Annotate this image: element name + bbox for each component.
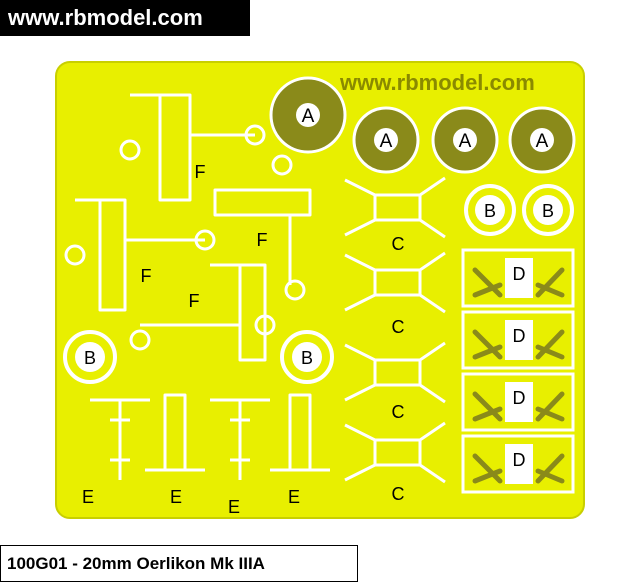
part-b-ring — [522, 184, 574, 236]
part-a-center — [296, 103, 320, 127]
part-b-ring — [280, 330, 334, 384]
site-url-banner: www.rbmodel.com — [0, 0, 250, 36]
part-e-group — [90, 393, 330, 480]
part-b-ring — [63, 330, 117, 384]
part-c-label: C — [392, 234, 405, 254]
part-b-label: B — [84, 348, 96, 368]
product-label: 100G01 - 20mm Oerlikon Mk IIIA — [0, 545, 358, 582]
part-c-group — [344, 176, 446, 484]
part-f-label: F — [195, 162, 206, 182]
part-a-center — [453, 128, 477, 152]
part-a-label: A — [536, 131, 549, 152]
fret-plate — [55, 61, 585, 519]
part-a-label: A — [380, 131, 393, 152]
part-b-label: B — [484, 201, 496, 221]
part-e-label: E — [228, 497, 240, 517]
part-c-label: C — [392, 317, 405, 337]
part-a-label: A — [302, 106, 315, 127]
part-f-label: F — [189, 291, 200, 311]
part-e-label: E — [170, 487, 182, 507]
part-d-label: D — [513, 326, 526, 346]
part-f-label: F — [257, 230, 268, 250]
part-e-label: E — [82, 487, 94, 507]
part-c-label: C — [392, 402, 405, 422]
part-e-label: E — [288, 487, 300, 507]
part-a-label: A — [459, 131, 472, 152]
part-c-label: C — [392, 484, 405, 504]
sheet-watermark-url: www.rbmodel.com — [340, 70, 535, 95]
part-d-label: D — [513, 264, 526, 284]
part-b-label: B — [542, 201, 554, 221]
part-a-center — [374, 128, 398, 152]
part-d-group — [461, 248, 575, 494]
part-b-ring — [464, 184, 516, 236]
part-f-label: F — [141, 266, 152, 286]
part-b-label: B — [301, 348, 313, 368]
part-a-center — [530, 128, 554, 152]
part-f-group — [64, 93, 312, 362]
part-d-label: D — [513, 450, 526, 470]
part-d-label: D — [513, 388, 526, 408]
